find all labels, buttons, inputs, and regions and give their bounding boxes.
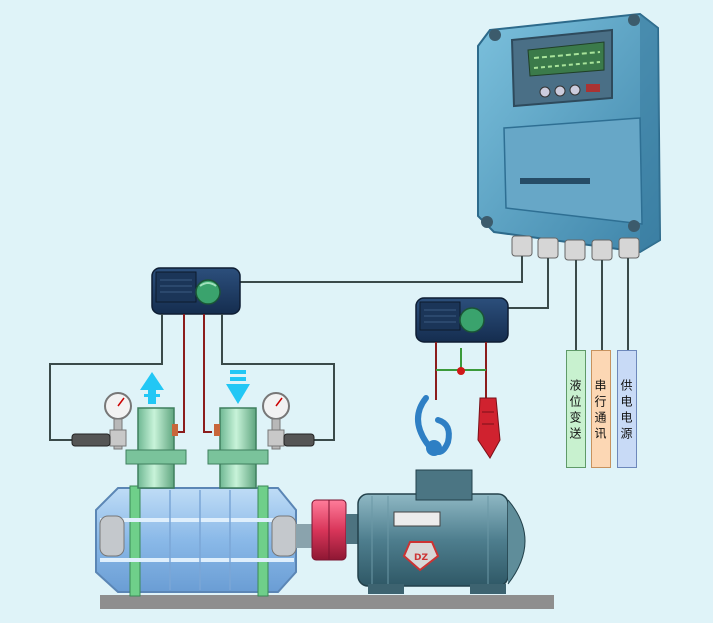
flowmeter-host-unit	[477, 12, 662, 261]
cable-glands	[511, 235, 640, 261]
indicator-light	[459, 307, 485, 333]
transducer-junction-box-right	[415, 297, 509, 343]
clamp-wires	[435, 342, 487, 400]
keypad-button[interactable]	[554, 85, 566, 97]
sensor-wires	[49, 314, 335, 441]
motor-nameplate	[393, 511, 441, 527]
keypad-button[interactable]	[569, 84, 581, 96]
keypad-button[interactable]	[586, 84, 600, 92]
flow-arrow-down-icon	[226, 370, 250, 404]
label-power-supply: 供电电源	[617, 350, 637, 468]
alligator-clip-probe	[477, 397, 501, 459]
host-cables	[240, 256, 629, 350]
indicator-light	[195, 279, 221, 305]
electric-motor: DZ	[346, 469, 526, 594]
current-clamp-probe	[415, 395, 452, 456]
sensor-connector-right	[283, 433, 315, 447]
shaft-coupling	[296, 499, 347, 561]
keypad-button[interactable]	[539, 86, 551, 98]
suction-pipe	[207, 407, 269, 489]
motor-logo-text: DZ	[414, 553, 428, 563]
sensor-connector-left	[71, 433, 111, 447]
lcd-screen	[527, 41, 605, 77]
flow-arrow-up-icon	[140, 372, 164, 404]
label-level-transmit: 液位变送	[566, 350, 586, 468]
transducer-junction-box-left	[151, 267, 241, 315]
label-serial-communication: 串行通讯	[591, 350, 611, 468]
base-plate	[100, 595, 554, 609]
pressure-gauge-left-icon	[104, 392, 132, 450]
pump-body	[95, 485, 297, 597]
motor-logo-badge	[402, 541, 440, 572]
discharge-pipe	[125, 407, 187, 489]
